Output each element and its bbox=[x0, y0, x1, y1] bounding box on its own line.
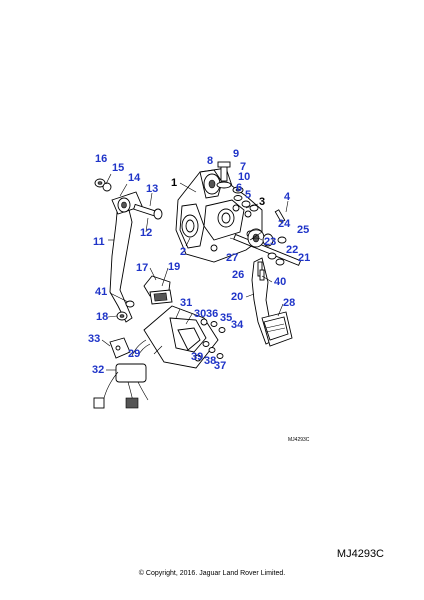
callout-14: 14 bbox=[128, 172, 141, 184]
callout-40: 40 bbox=[274, 276, 286, 288]
callout-27: 27 bbox=[226, 252, 238, 264]
callout-31: 31 bbox=[180, 297, 192, 309]
mounting-plate bbox=[131, 305, 219, 369]
callout-11: 11 bbox=[93, 236, 105, 248]
callout-18: 18 bbox=[96, 311, 108, 323]
callout-39: 39 bbox=[191, 351, 203, 363]
callout-19: 19 bbox=[168, 261, 180, 273]
callout-22: 22 bbox=[286, 244, 298, 256]
callout-15: 15 bbox=[112, 162, 124, 174]
copyright-notice: © Copyright, 2016. Jaguar Land Rover Lim… bbox=[138, 570, 286, 577]
callout-20: 20 bbox=[231, 291, 243, 303]
callout-6: 6 bbox=[236, 182, 242, 194]
callout-9: 9 bbox=[233, 148, 239, 160]
diagram-reference-small: MJ4293C bbox=[288, 437, 310, 443]
callout-8: 8 bbox=[207, 155, 213, 167]
switch-harness bbox=[93, 337, 149, 409]
callout-29: 29 bbox=[128, 348, 140, 360]
callout-34: 34 bbox=[231, 319, 244, 331]
callout-41: 41 bbox=[95, 286, 107, 298]
callout-12: 12 bbox=[140, 227, 152, 239]
callout-4: 4 bbox=[284, 191, 291, 203]
callout-7: 7 bbox=[240, 161, 246, 173]
callout-32: 32 bbox=[92, 364, 104, 376]
callout-33: 33 bbox=[88, 333, 100, 345]
callout-17: 17 bbox=[136, 262, 148, 274]
callout-leaders bbox=[101, 173, 289, 371]
callout-37: 37 bbox=[214, 360, 226, 372]
callout-10: 10 bbox=[238, 171, 250, 183]
callout-36: 36 bbox=[206, 308, 218, 320]
callout-35: 35 bbox=[220, 312, 232, 324]
callout-16: 16 bbox=[95, 153, 107, 165]
callout-labels: 1 2 3 4 5 6 7 8 9 10 11 12 13 14 15 16 1… bbox=[88, 148, 310, 376]
small-fixings bbox=[116, 269, 265, 359]
callout-13: 13 bbox=[146, 183, 158, 195]
callout-1: 1 bbox=[171, 177, 177, 189]
callout-21: 21 bbox=[298, 252, 310, 264]
callout-3: 3 bbox=[259, 196, 265, 208]
callout-25: 25 bbox=[297, 224, 309, 236]
callout-5: 5 bbox=[245, 189, 251, 201]
pedal-stop-bracket bbox=[143, 275, 173, 305]
callout-26: 26 bbox=[232, 269, 244, 281]
callout-24: 24 bbox=[278, 218, 291, 230]
callout-2: 2 bbox=[180, 246, 186, 258]
pivot-fixings-left bbox=[94, 178, 163, 220]
diagram-reference-code: MJ4293C bbox=[336, 548, 384, 560]
right-fixings bbox=[241, 200, 286, 223]
brake-pedal-arm bbox=[251, 257, 293, 347]
callout-23: 23 bbox=[264, 236, 276, 248]
callout-28: 28 bbox=[283, 297, 295, 309]
callout-38: 38 bbox=[204, 355, 216, 367]
callout-30: 30 bbox=[194, 308, 206, 320]
top-bolt-assembly bbox=[216, 161, 244, 201]
